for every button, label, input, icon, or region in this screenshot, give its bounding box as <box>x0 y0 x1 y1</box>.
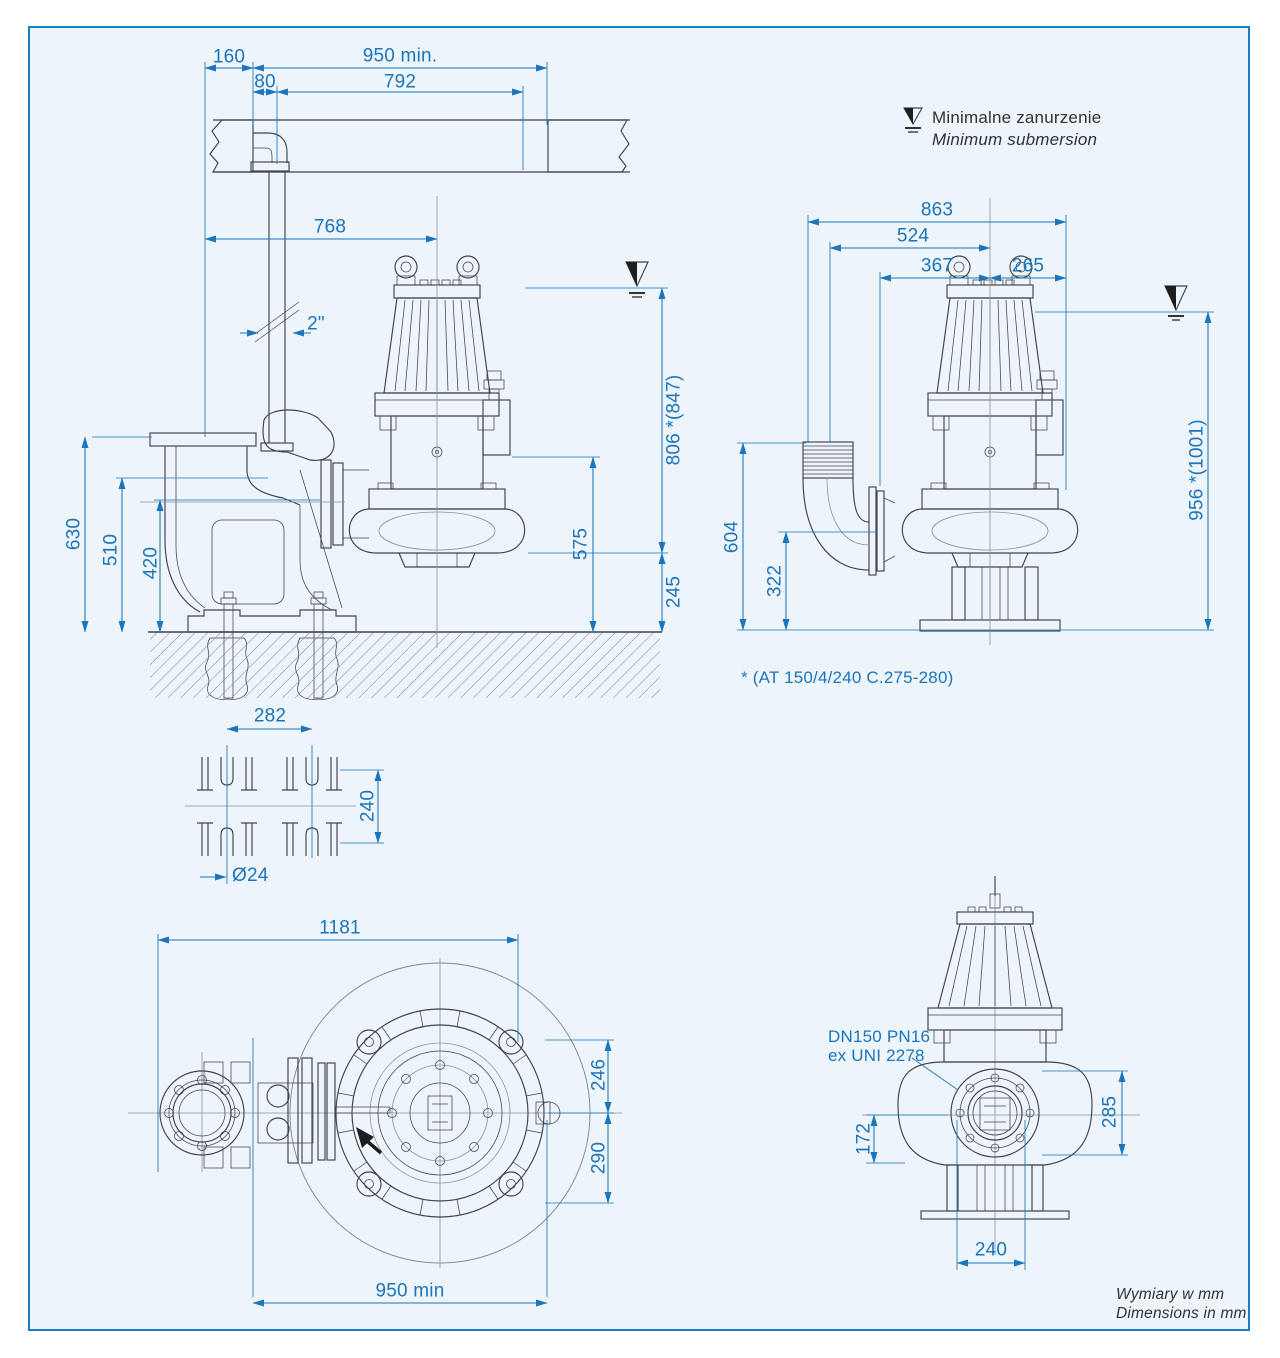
dim-label-285: 285 <box>1099 1095 1121 1129</box>
asterisk-note: * (AT 150/4/240 C.275-280) <box>741 668 954 687</box>
legend-title-pl: Minimalne zanurzenie <box>932 108 1102 127</box>
dim-label-863: 863 <box>920 199 954 221</box>
flange-callout-line1: DN150 PN16 <box>828 1027 931 1046</box>
dim-label-290: 290 <box>588 1141 610 1175</box>
side-installation-view <box>81 62 668 700</box>
dim-label-524: 524 <box>896 225 930 247</box>
legend-title-en: Minimum submersion <box>932 130 1098 149</box>
anchor-detail-view <box>185 725 384 884</box>
plan-view-dimensions <box>157 934 614 1307</box>
dim-label-265: 265 <box>1011 255 1045 277</box>
flange-callout-line2: ex UNI 2278 <box>828 1046 925 1065</box>
footer-units-en: Dimensions in mm <box>1116 1305 1247 1322</box>
dim-label-950min-top: 950 min. <box>362 45 438 67</box>
dim-label-950min-plan: 950 min <box>375 1280 445 1302</box>
dim-label-806: 806 *(847) <box>663 374 685 466</box>
dim-label-240-detail: 240 <box>357 789 379 823</box>
dim-label-322: 322 <box>764 564 786 598</box>
dim-label-282: 282 <box>253 705 287 727</box>
dim-label-604: 604 <box>721 520 743 554</box>
dim-label-2in: 2" <box>307 313 325 335</box>
dim-label-1181: 1181 <box>319 917 361 939</box>
dim-label-160: 160 <box>212 46 246 68</box>
anchor-detail-dimensions <box>200 725 384 884</box>
dim-label-420: 420 <box>140 546 162 580</box>
water-level-icon <box>903 107 923 133</box>
dim-label-510: 510 <box>100 533 122 567</box>
dim-label-dia24: Ø24 <box>232 865 269 886</box>
dim-label-367: 367 <box>920 255 954 277</box>
dim-label-245: 245 <box>663 575 685 609</box>
front-view <box>862 876 1140 1270</box>
hose-installation-view <box>737 198 1214 645</box>
dim-label-792: 792 <box>383 71 417 93</box>
dim-label-630: 630 <box>63 517 85 551</box>
dim-label-240-front: 240 <box>974 1239 1008 1261</box>
water-level-icon <box>625 261 649 298</box>
dim-label-246: 246 <box>588 1058 610 1092</box>
plan-view <box>128 934 622 1307</box>
dim-label-80: 80 <box>254 71 276 93</box>
direction-arrow-icon <box>356 1127 383 1155</box>
dim-label-768: 768 <box>313 216 347 238</box>
front-view-dimensions <box>866 1070 1128 1270</box>
dim-label-575: 575 <box>570 527 592 561</box>
dim-label-172: 172 <box>853 1122 875 1156</box>
dim-label-956: 956 *(1001) <box>1186 419 1208 521</box>
hose-view-dimensions <box>737 215 1214 631</box>
water-level-icon <box>1164 285 1188 321</box>
side-view-dimensions <box>81 62 668 633</box>
footer-units-pl: Wymiary w mm <box>1116 1286 1225 1303</box>
